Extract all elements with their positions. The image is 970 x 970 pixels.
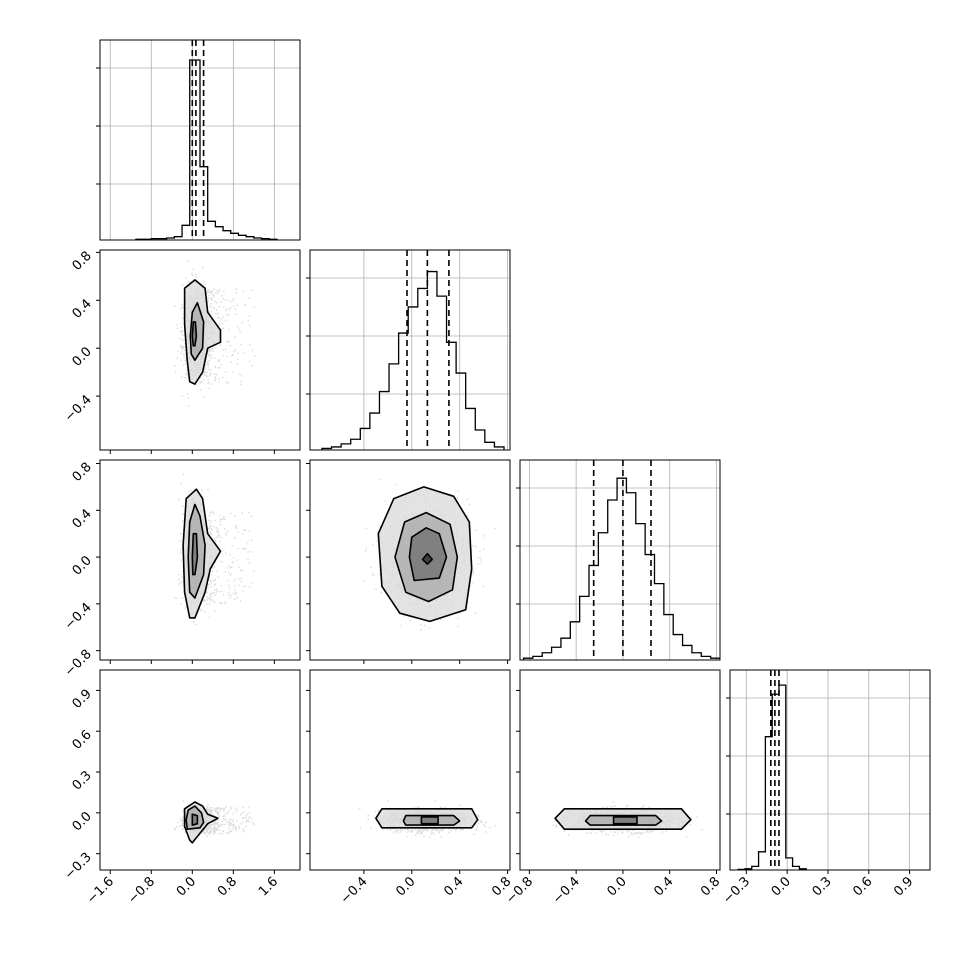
contour-line [421,552,434,565]
x-tick-label: 0.6 [850,874,875,899]
histogram-step-line [135,59,278,240]
contour-line [183,801,219,844]
histogram-step-line [321,270,505,450]
x-tick-label: 0.0 [174,874,199,899]
contour-line [185,805,205,831]
histogram-panel-0 [96,39,301,241]
contour-line [612,816,638,825]
contour-line [191,532,199,576]
x-tick-label: 0.8 [215,874,240,899]
contour-line [191,321,198,347]
x-tick-label: 0.4 [651,874,676,899]
contour-line [182,488,222,619]
scatter-panel-2-3 [519,669,721,871]
contour-line [420,816,439,825]
x-tick-label: 0.9 [891,874,916,899]
scatter-content [174,800,255,844]
contour-line [584,814,663,826]
panel-frame [309,249,511,451]
contour-line [377,486,473,623]
density-fill [613,816,637,824]
contour-line [554,807,692,831]
contour-line [187,503,206,599]
x-tick-label: −0.8 [125,874,158,907]
scatter-content [552,801,703,839]
x-tick-label: 0.0 [605,874,630,899]
panel-frame [99,669,301,871]
panel-frame [99,249,301,451]
scatter-content [358,800,496,838]
x-tick-label: −1.6 [84,874,117,907]
scatter-panel-0-1 [99,249,301,451]
y-tick-label: −0.8 [62,647,95,680]
panel-frame [309,669,511,871]
scatter-content [363,478,496,631]
density-fill [421,816,439,824]
y-tick-label: 0.3 [70,768,95,793]
y-tick-label: 0.0 [70,553,95,578]
scatter-panel-1-3 [309,669,511,871]
panel-frame [519,669,721,871]
x-tick-label: 0.0 [769,874,794,899]
contour-line [408,526,448,582]
histogram-panel-3 [726,669,931,871]
y-tick-label: 0.8 [70,460,95,485]
y-tick-label: 0.4 [70,507,95,532]
x-tick-label: 1.6 [256,874,281,899]
x-tick-label: −0.4 [550,874,583,907]
y-tick-label: 0.6 [70,727,95,752]
x-tick-label: 0.4 [441,874,466,899]
x-tick-label: −0.4 [338,874,371,907]
scatter-content [174,473,255,626]
scatter-content [174,260,256,407]
contour-line [402,814,461,826]
density-fill [192,814,198,826]
y-tick-label: 0.0 [70,344,95,369]
panel-frame [519,459,721,661]
histogram-step-line [522,477,720,660]
x-tick-label: 0.3 [810,874,835,899]
y-tick-label: 0.4 [70,297,95,322]
panel-frame [99,39,301,241]
histogram-step-line [737,684,807,870]
scatter-panel-1-2 [309,459,511,661]
x-tick-label: 0.8 [698,874,723,899]
panel-frame [99,459,301,661]
contour-line [183,279,222,385]
y-tick-label: 0.8 [70,249,95,274]
contour-line [394,511,459,603]
panel-frame [309,459,511,661]
y-tick-label: −0.4 [62,392,95,425]
histogram-panel-2 [516,459,721,661]
y-tick-label: −0.3 [62,850,95,883]
scatter-panel-0-3 [99,669,301,871]
y-tick-label: −0.4 [62,600,95,633]
scatter-panel-0-2 [99,459,301,661]
x-tick-label: 0.0 [393,874,418,899]
contour-line [375,807,479,829]
y-tick-label: 0.9 [70,687,95,712]
panel-frame [729,669,931,871]
y-tick-label: 0.0 [70,809,95,834]
histogram-panel-1 [306,249,511,451]
contour-line [191,813,199,826]
x-tick-label: −0.3 [720,874,753,907]
contour-line [189,301,205,362]
